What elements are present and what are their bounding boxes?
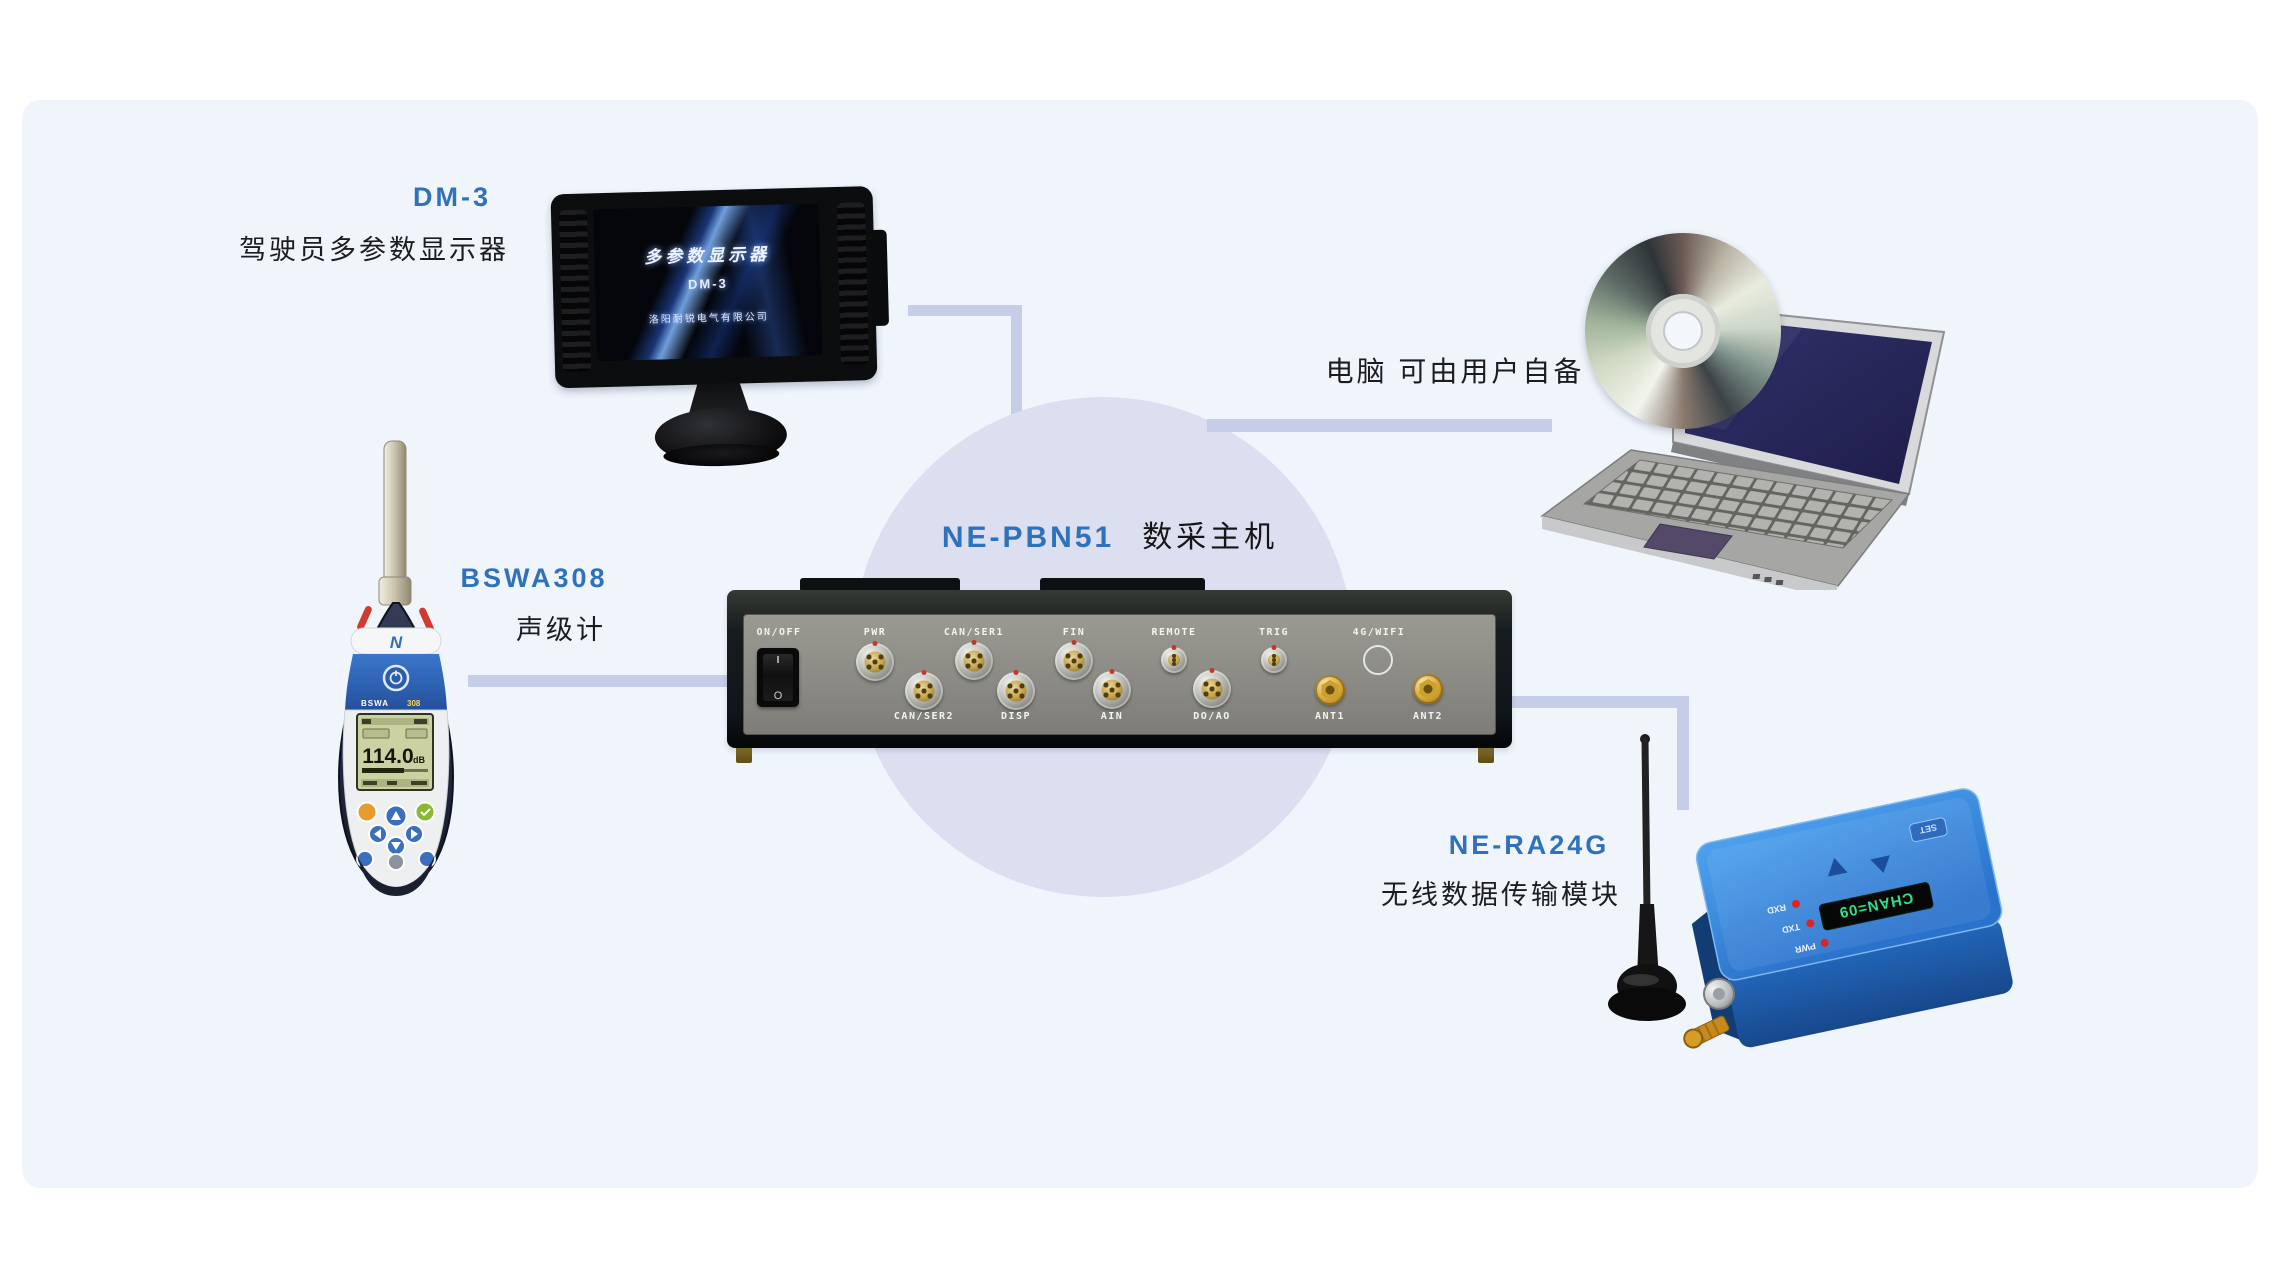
dm3-screen-title: 多参数显示器	[643, 244, 771, 267]
dm3-name-label: 驾驶员多参数显示器	[239, 235, 509, 265]
microphone-collar	[378, 576, 412, 606]
set-button-label: SET	[1918, 822, 1938, 836]
port-canser2	[905, 670, 943, 710]
ra24g-module-photo: SET CHAN=09 RXD TXD PWR	[1608, 734, 2013, 1049]
ra24g-box: SET CHAN=09 RXD TXD PWR	[1683, 788, 2013, 1049]
port-label-fin: FIN	[1062, 627, 1086, 638]
connector-ra24g-horizontal	[1492, 696, 1688, 708]
lcd-reading: 114.0	[362, 745, 413, 768]
port-label-canser2: CAN/SER2	[893, 711, 955, 722]
connector-bswa	[468, 675, 730, 687]
port-label-remote: REMOTE	[1151, 627, 1197, 638]
meter-base	[357, 855, 435, 896]
switch-on-mark: I	[776, 655, 780, 666]
txd-led-label: TXD	[1781, 922, 1801, 936]
switch-off-mark: O	[773, 690, 783, 702]
port-label-doao: DO/AO	[1193, 711, 1231, 722]
rocker	[763, 654, 793, 701]
host-label: NE-PBN51 数采主机	[900, 512, 1320, 556]
bswa-name-label: 声级计	[516, 615, 606, 645]
ok-button	[414, 801, 436, 823]
host-device-photo	[727, 590, 1512, 748]
box-left-face	[1691, 907, 1742, 1041]
host-model-label: NE-PBN51	[941, 521, 1115, 554]
meter-brand: BSWA	[361, 699, 389, 708]
port-label-pwr: PWR	[863, 627, 887, 638]
dm3-screen: 多参数显示器 DM-3 洛阳耐锐电气有限公司	[592, 203, 823, 362]
port-label-ant1: ANT1	[1314, 711, 1346, 722]
module-display	[1818, 882, 1934, 931]
microphone-tube	[383, 440, 407, 588]
port-label-ain: AIN	[1100, 711, 1124, 722]
txd-led	[1806, 919, 1815, 928]
port-4gwifi-blank	[1363, 645, 1393, 675]
fn-button-1	[356, 850, 374, 868]
port-label-canser1: CAN/SER1	[943, 627, 1005, 638]
port-remote	[1161, 645, 1187, 673]
host-name-label: 数采主机	[1142, 521, 1279, 554]
port-label-trig: TRIG	[1258, 627, 1290, 638]
down-triangle-button	[1870, 855, 1890, 874]
port-label-disp: DISP	[1000, 711, 1032, 722]
connector-ra24g-vertical	[1677, 696, 1689, 810]
port-fin	[1055, 640, 1093, 680]
rxd-led	[1791, 899, 1800, 908]
menu-button	[356, 801, 378, 823]
power-button	[382, 664, 410, 692]
connector-computer	[1207, 419, 1552, 432]
port-ant2	[1413, 674, 1443, 704]
sma-connector	[1683, 1015, 1730, 1049]
lcd-unit: dB	[413, 755, 425, 765]
host-top-detail	[1040, 578, 1205, 592]
dm3-vent-right	[836, 202, 870, 365]
laptop-keyboard	[1582, 459, 1894, 549]
rxd-led-label: RXD	[1766, 902, 1787, 916]
port-ant1	[1315, 675, 1345, 705]
antenna-base	[1608, 987, 1686, 1021]
up-triangle-button	[1827, 857, 1848, 877]
connector-dm3-horizontal	[908, 305, 1022, 316]
bswa-meter-photo: N BSWA 308 114.0 dB	[337, 440, 455, 896]
ra24g-name-label: 无线数据传输模块	[1381, 880, 1621, 910]
antenna-whip	[1641, 736, 1651, 914]
fn-button-2	[387, 853, 405, 871]
laptop-touchpad	[1643, 523, 1733, 560]
port-pwr	[856, 641, 894, 681]
host-foot	[1478, 746, 1494, 763]
pwr-led	[1820, 938, 1829, 947]
port-ain	[1093, 669, 1131, 709]
port-canser1	[955, 640, 993, 680]
meter-model-no: 308	[407, 699, 421, 708]
host-foot	[736, 746, 752, 763]
port-disp	[997, 670, 1035, 710]
dm3-screen-company: 洛阳耐锐电气有限公司	[648, 311, 769, 326]
host-top-detail	[800, 578, 960, 592]
port-trig	[1261, 645, 1287, 673]
box-front-face	[1727, 919, 2013, 1048]
pwr-led-label: PWR	[1794, 941, 1817, 955]
ra24g-model-label: NE-RA24G	[1448, 830, 1610, 860]
dm3-side-tab	[869, 229, 890, 327]
set-button	[1909, 817, 1948, 843]
dm3-screen-model: DM-3	[687, 275, 728, 292]
port-label-ant2: ANT2	[1412, 711, 1444, 722]
port-label-4gwifi: 4G/WIFI	[1352, 627, 1406, 638]
bswa-model-label: BSWA308	[460, 563, 608, 593]
host-power-switch: I O	[757, 648, 799, 707]
antenna-cone	[1637, 904, 1659, 978]
connector-dm3-vertical	[1011, 305, 1022, 421]
dm3-display-photo: 多参数显示器 DM-3 洛阳耐锐电气有限公司	[544, 176, 897, 477]
fn-button-3	[418, 850, 436, 868]
computer-note-label: 电脑 可由用户自备	[1325, 356, 1585, 387]
port-doao	[1193, 668, 1231, 708]
bswa-logo: N	[390, 633, 403, 652]
software-cd	[1585, 233, 1781, 429]
dm3-model-label: DM-3	[413, 182, 491, 212]
host-switch-label: ON/OFF	[756, 627, 802, 638]
